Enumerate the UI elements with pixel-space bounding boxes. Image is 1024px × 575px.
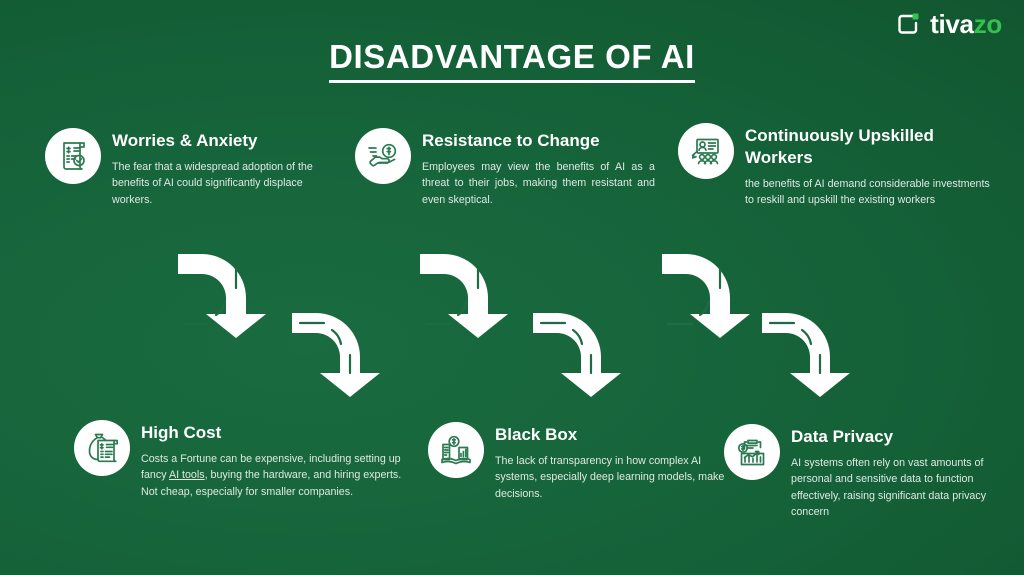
- card-body: High Cost Costs a Fortune can be expensi…: [141, 420, 404, 500]
- hand-holding-coin-icon: [355, 128, 411, 184]
- card-body: Worries & Anxiety The fear that a widesp…: [112, 128, 345, 208]
- road-arrow-down-icon: [762, 313, 866, 403]
- open-book-chart-coin-icon: [428, 422, 484, 478]
- clipboard-bar-chart-coin-icon: [724, 424, 780, 480]
- brand-wordmark: tivazo: [930, 11, 1002, 37]
- brand-name-green: zo: [973, 9, 1003, 39]
- card-body: Black Box The lack of transparency in ho…: [495, 422, 728, 502]
- bracket-square-icon: [895, 11, 921, 37]
- card-body: Resistance to Change Employees may view …: [422, 128, 655, 208]
- brand-name-white: tiva: [930, 9, 974, 39]
- card-black-box: Black Box The lack of transparency in ho…: [428, 422, 728, 502]
- card-data-privacy: Data Privacy AI systems often rely on va…: [724, 424, 1024, 521]
- card-description: The fear that a widespread adoption of t…: [112, 160, 313, 206]
- road-arrow-up-icon: [178, 248, 282, 338]
- card-description: Employees may view the benefits of AI as…: [422, 160, 655, 206]
- card-title: Data Privacy: [791, 427, 894, 446]
- card-title: Worries & Anxiety: [112, 131, 258, 150]
- card-title: Continuously Upskilled Workers: [745, 126, 934, 167]
- road-arrow-up-icon: [662, 248, 766, 338]
- card-description: The lack of transparency in how complex …: [495, 454, 725, 500]
- card-description-part-2: , buying the hardware, and hiring expert…: [141, 469, 402, 498]
- ai-tools-link[interactable]: AI tools: [168, 469, 205, 482]
- card-title: Resistance to Change: [422, 131, 600, 150]
- card-description: the benefits of AI demand considerable i…: [745, 177, 990, 207]
- road-arrow-down-icon: [292, 313, 396, 403]
- card-worries-anxiety: Worries & Anxiety The fear that a widesp…: [45, 128, 345, 208]
- money-bag-invoice-icon: [74, 420, 130, 476]
- road-arrow-up-icon: [420, 248, 524, 338]
- card-continuously-upskilled-workers: Continuously Upskilled Workers the benef…: [678, 123, 998, 209]
- card-title: High Cost: [141, 423, 222, 442]
- card-title: Black Box: [495, 425, 578, 444]
- card-body: Data Privacy AI systems often rely on va…: [791, 424, 1024, 521]
- card-description: AI systems often rely on vast amounts of…: [791, 456, 987, 519]
- road-arrow-down-icon: [533, 313, 637, 403]
- card-high-cost: High Cost Costs a Fortune can be expensi…: [74, 420, 404, 500]
- brand-logo: tivazo: [895, 11, 1002, 37]
- invoice-dollar-check-icon: [45, 128, 101, 184]
- page-title: DISADVANTAGE OF AI: [0, 38, 1024, 83]
- card-description: Costs a Fortune can be expensive, includ…: [141, 451, 404, 501]
- card-resistance-to-change: Resistance to Change Employees may view …: [355, 128, 655, 208]
- card-body: Continuously Upskilled Workers the benef…: [745, 123, 998, 209]
- page-title-text: DISADVANTAGE OF AI: [329, 38, 695, 83]
- training-presentation-icon: [678, 123, 734, 179]
- card-description-part-1: Costs a Fortune can be expensive, includ…: [141, 452, 401, 482]
